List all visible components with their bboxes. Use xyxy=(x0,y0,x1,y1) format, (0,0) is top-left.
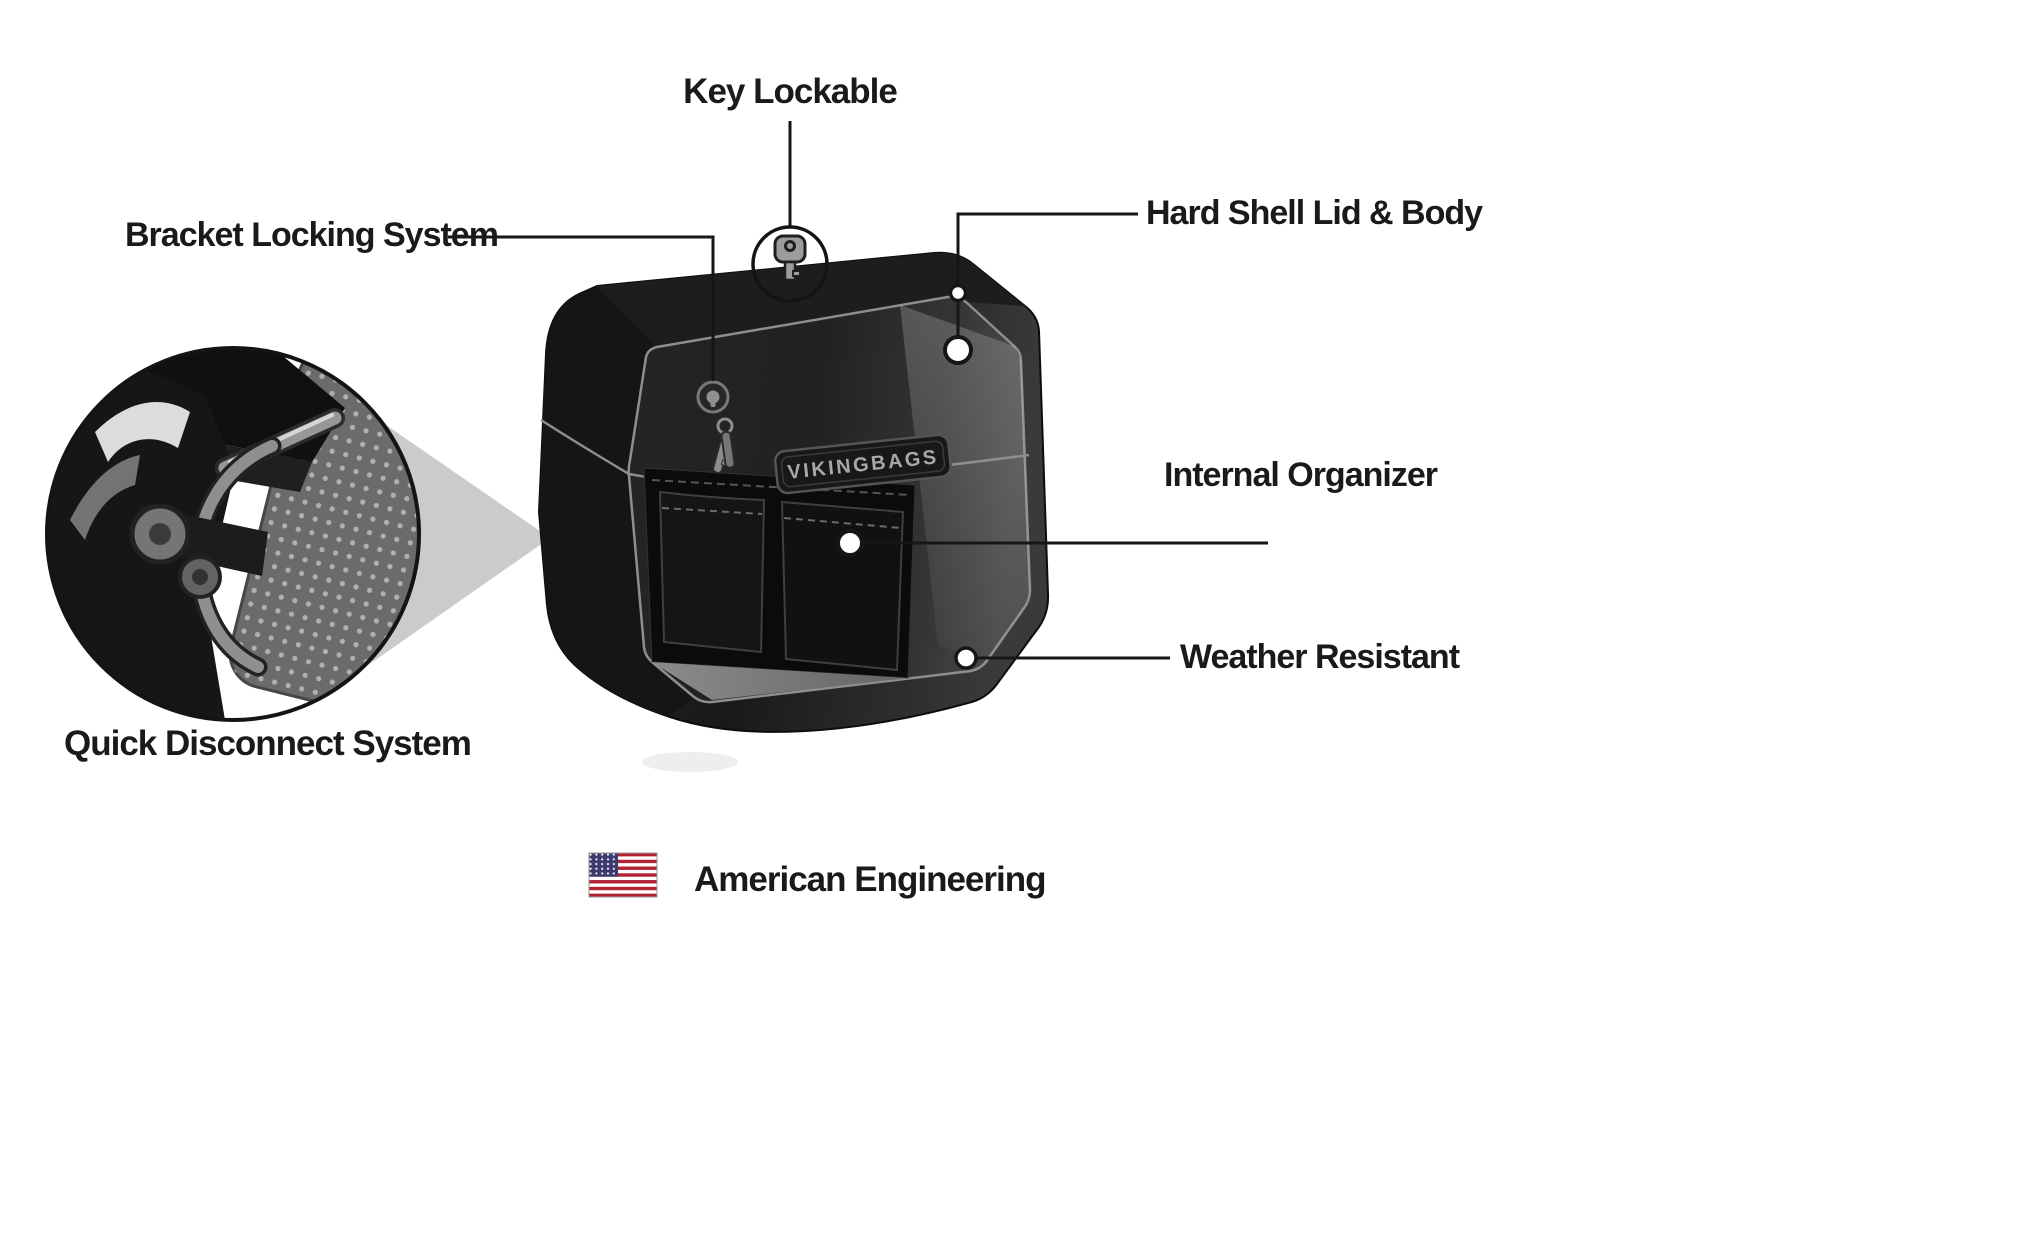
keys-icon xyxy=(712,417,736,474)
label-weather-resistant: Weather Resistant xyxy=(1180,638,1460,676)
keyhole-icon xyxy=(696,380,730,414)
bag-gloss-highlight xyxy=(900,305,1030,662)
label-bracket-locking-system: Bracket Locking System xyxy=(125,216,499,254)
bag-lid-top xyxy=(597,252,1025,347)
marker-internal-organizer xyxy=(836,529,864,557)
brand-plate: VIKINGBAGS xyxy=(774,433,952,495)
us-flag-icon xyxy=(588,852,658,898)
quick-disconnect-inset xyxy=(45,346,421,722)
pocket-left xyxy=(658,490,766,654)
label-hard-shell-lid-body: Hard Shell Lid & Body xyxy=(1146,194,1483,232)
bag-interior-floor xyxy=(652,662,970,700)
locking-knobs xyxy=(129,503,222,599)
inset-circle-border xyxy=(45,346,421,722)
marker-hard-shell-body xyxy=(943,335,973,365)
label-american-engineering: American Engineering xyxy=(694,860,1046,899)
bag-shadow xyxy=(642,752,738,772)
saddlebag-illustration: VIKINGBAGS xyxy=(538,234,1050,772)
marker-key-lockable xyxy=(751,225,829,303)
organizer-pockets xyxy=(651,479,911,672)
label-key-lockable: Key Lockable xyxy=(683,72,898,111)
bag-left-face xyxy=(539,286,694,717)
callout-lines xyxy=(448,121,1268,660)
callout-line-bracket-locking xyxy=(448,235,715,381)
marker-weather-resistant xyxy=(954,646,978,670)
marker-hard-shell-lid xyxy=(948,283,968,303)
lid-seam-left xyxy=(540,418,630,476)
key-icon xyxy=(773,234,807,282)
callout-markers xyxy=(751,225,978,670)
label-internal-organizer: Internal Organizer xyxy=(1164,456,1438,494)
label-quick-disconnect-system: Quick Disconnect System xyxy=(64,724,472,763)
